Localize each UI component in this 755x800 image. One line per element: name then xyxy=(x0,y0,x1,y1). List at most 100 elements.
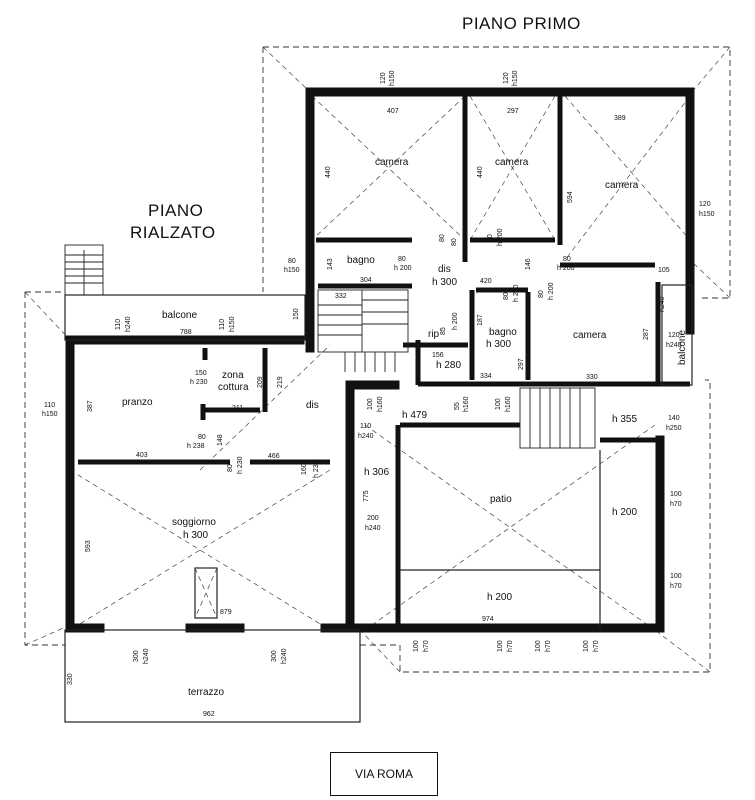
dim-h150-b: h150 xyxy=(512,70,519,86)
room-balcone-left: balcone xyxy=(162,310,197,321)
dim-440-a: 440 xyxy=(325,166,332,178)
room-h479: h 479 xyxy=(402,410,427,421)
dim-100-b: 100 xyxy=(495,398,502,410)
dim-h240-s: h240 xyxy=(358,433,374,440)
dim-300-a: 300 xyxy=(133,650,140,662)
dim-100-b4: 100 xyxy=(583,640,590,652)
room-rip: rip xyxy=(428,329,440,340)
dim-h150-a: h150 xyxy=(389,70,396,86)
walls-lower xyxy=(65,257,665,633)
dim-h150-z: h150 xyxy=(229,316,236,332)
dim-403: 403 xyxy=(136,452,148,459)
stair-outer-left xyxy=(64,244,104,296)
dim-h70-r2: h70 xyxy=(670,583,682,590)
dim-h70-b4: h70 xyxy=(593,640,600,652)
dim-80-h: 80 xyxy=(538,290,545,298)
room-dis-lower: dis xyxy=(306,400,319,411)
dim-h200-b: h 200 xyxy=(497,228,504,246)
dim-h240-a: h240 xyxy=(143,648,150,664)
dim-80-b: 80 xyxy=(487,234,494,242)
street-label-box: VIA ROMA xyxy=(330,752,438,796)
dim-80-p: 80 xyxy=(198,434,206,441)
dim-120-a: 120 xyxy=(380,72,387,84)
dim-330-t: 330 xyxy=(67,673,74,685)
room-rip-h: h 280 xyxy=(436,360,461,371)
dim-h240: h240 xyxy=(659,296,666,312)
dim-h240-top: h240 xyxy=(125,316,132,332)
stair-central xyxy=(317,289,409,372)
dim-387: 387 xyxy=(87,400,94,412)
room-dis-upper-h: h 300 xyxy=(432,277,457,288)
room-camera-2: camera xyxy=(495,157,529,168)
street-label: VIA ROMA xyxy=(354,767,413,781)
dim-h160-c: h160 xyxy=(505,396,512,412)
dim-407: 407 xyxy=(387,108,399,115)
room-zona-cottura-1: zona xyxy=(222,370,244,381)
dim-h200-e: h 200 xyxy=(394,265,412,272)
dim-304: 304 xyxy=(360,277,372,284)
dim-466: 466 xyxy=(268,453,280,460)
dim-100-r2: 100 xyxy=(670,573,682,580)
dim-110-s: 110 xyxy=(360,423,371,430)
room-balcone-right: balcone xyxy=(677,330,688,365)
dim-148: 148 xyxy=(217,434,224,446)
dim-h150-c: h150 xyxy=(699,211,715,218)
dim-300-b: 300 xyxy=(271,650,278,662)
terrace xyxy=(64,629,361,723)
room-terrazzo: terrazzo xyxy=(188,687,225,698)
dim-100-r1: 100 xyxy=(670,491,682,498)
dim-h240-b: h240 xyxy=(281,648,288,664)
dim-h160-a: h160 xyxy=(377,396,384,412)
dim-330: 330 xyxy=(586,374,598,381)
dim-120-d: 120 xyxy=(668,332,680,339)
dim-h230-z: h 230 xyxy=(190,379,208,386)
dim-55: 55 xyxy=(454,402,461,410)
dim-200-t: 200 xyxy=(367,515,379,522)
dim-h240-d: h240 xyxy=(666,342,682,349)
room-pranzo: pranzo xyxy=(122,397,153,408)
dim-209: 209 xyxy=(257,376,264,388)
dimension-labels: 407 297 389 120 h150 120 h150 120 h150 4… xyxy=(42,70,715,718)
dim-389: 389 xyxy=(614,115,626,122)
room-dis-upper: dis xyxy=(438,264,451,275)
dim-80-q: 80 xyxy=(227,464,234,472)
dim-440-b: 440 xyxy=(477,166,484,178)
dim-h238: h 238 xyxy=(187,443,205,450)
dim-80-g: 80 xyxy=(503,292,510,300)
balcony-left xyxy=(64,294,306,341)
dim-80-a: 80 xyxy=(439,234,446,242)
dim-80-d: 80 xyxy=(288,258,296,265)
room-camera-4: camera xyxy=(573,330,607,341)
balcony-right xyxy=(661,284,693,386)
dim-187: 187 xyxy=(477,314,484,326)
dim-140: 140 xyxy=(668,415,680,422)
dim-h150-l: h150 xyxy=(42,411,58,418)
dim-594: 594 xyxy=(567,191,574,203)
dim-h150-d: h150 xyxy=(284,267,300,274)
dim-297-b: 297 xyxy=(518,358,525,370)
dim-85: 85 xyxy=(440,327,447,335)
title-piano-rialzato-1: PIANO xyxy=(148,201,203,220)
dim-287: 287 xyxy=(643,328,650,340)
dim-143: 143 xyxy=(327,258,334,270)
dim-100-b3: 100 xyxy=(535,640,542,652)
stair-right xyxy=(519,387,596,449)
dim-150-z: 150 xyxy=(195,370,207,377)
dim-110-z: 110 xyxy=(219,319,226,330)
fireplace xyxy=(194,567,218,619)
room-patio: patio xyxy=(490,494,512,505)
dim-420: 420 xyxy=(480,278,492,285)
dim-219: 219 xyxy=(277,376,284,388)
dim-100-b2: 100 xyxy=(497,640,504,652)
dim-156: 156 xyxy=(432,352,444,359)
dim-105: 105 xyxy=(658,267,670,274)
dim-297-top: 297 xyxy=(507,108,519,115)
room-bagno-upper: bagno xyxy=(347,255,375,266)
roof-outline-lower xyxy=(24,291,711,673)
dim-h200-h: h 200 xyxy=(548,282,555,300)
dim-593: 593 xyxy=(85,540,92,552)
dim-100-a: 100 xyxy=(367,398,374,410)
dim-h200-g: h 200 xyxy=(513,284,520,302)
room-h306: h 306 xyxy=(364,467,389,478)
room-bagno-lower: bagno xyxy=(489,327,517,338)
